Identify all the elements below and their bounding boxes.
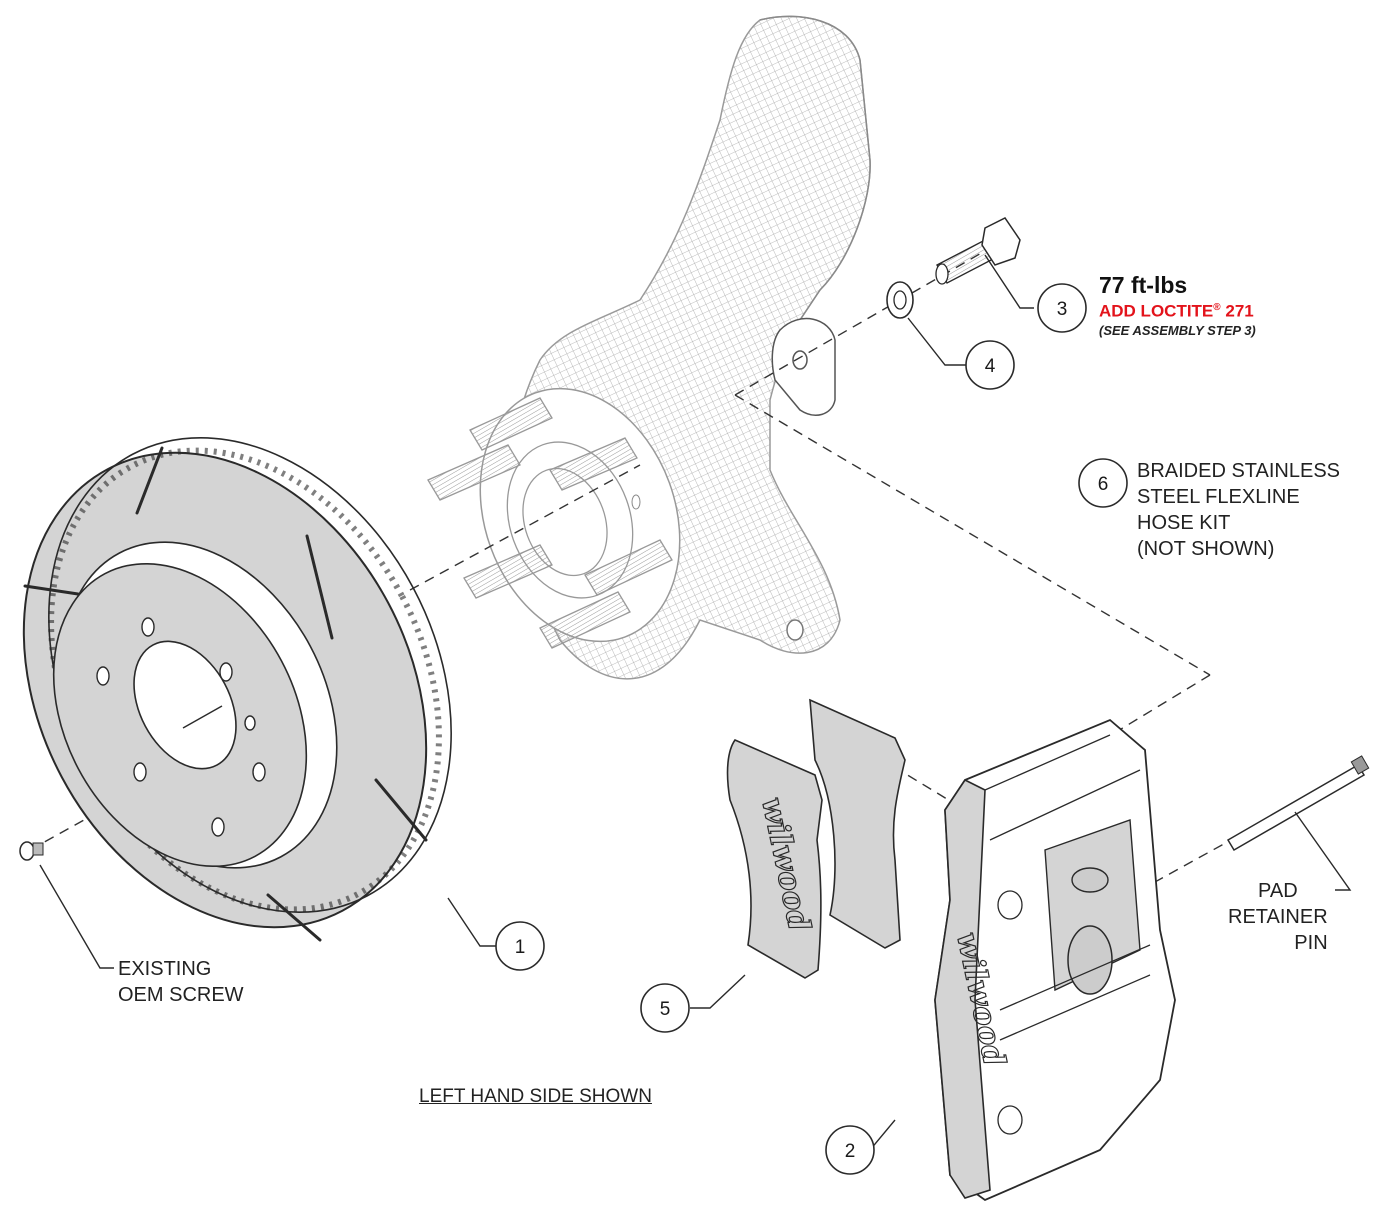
washer: [886, 281, 914, 319]
torque-note: 77 ft-lbs ADD LOCTITE® 271 (SEE ASSEMBLY…: [1099, 272, 1256, 340]
wheel-hub: [427, 387, 681, 649]
left-hand-side-note: LEFT HAND SIDE SHOWN: [419, 1086, 652, 1107]
brake-rotor: [22, 436, 452, 942]
svg-text:2: 2: [845, 1141, 856, 1162]
svg-text:1: 1: [515, 937, 526, 958]
svg-text:6: 6: [1098, 474, 1109, 495]
callout-5: 5: [640, 983, 690, 1033]
loctite-note: ADD LOCTITE® 271: [1099, 301, 1254, 321]
svg-text:5: 5: [660, 999, 671, 1020]
torque-value: 77 ft-lbs: [1099, 272, 1188, 298]
mounting-bolt: [935, 217, 1021, 285]
pad-retainer-pin-label: PAD RETAINER PIN: [1228, 880, 1328, 954]
callout-6: 6: [1078, 458, 1128, 508]
brake-pads: wilwood: [726, 698, 906, 979]
oem-screw: [19, 841, 44, 861]
brake-caliper: wilwood: [934, 718, 1176, 1202]
callout-4: 4: [965, 340, 1015, 390]
leader-lines: [39, 254, 1352, 1151]
svg-text:3: 3: [1057, 299, 1068, 320]
pad-retainer-pin: [1226, 755, 1370, 852]
oem-screw-label: EXISTING OEM SCREW: [118, 958, 244, 1006]
callout-3: 3: [1037, 283, 1087, 333]
assembly-step-note: (SEE ASSEMBLY STEP 3): [1099, 322, 1256, 338]
svg-text:4: 4: [985, 356, 996, 377]
hose-kit-label: BRAIDED STAINLESS STEEL FLEXLINE HOSE KI…: [1137, 460, 1341, 560]
callout-2: 2: [825, 1125, 875, 1175]
callout-1: 1: [495, 921, 545, 971]
